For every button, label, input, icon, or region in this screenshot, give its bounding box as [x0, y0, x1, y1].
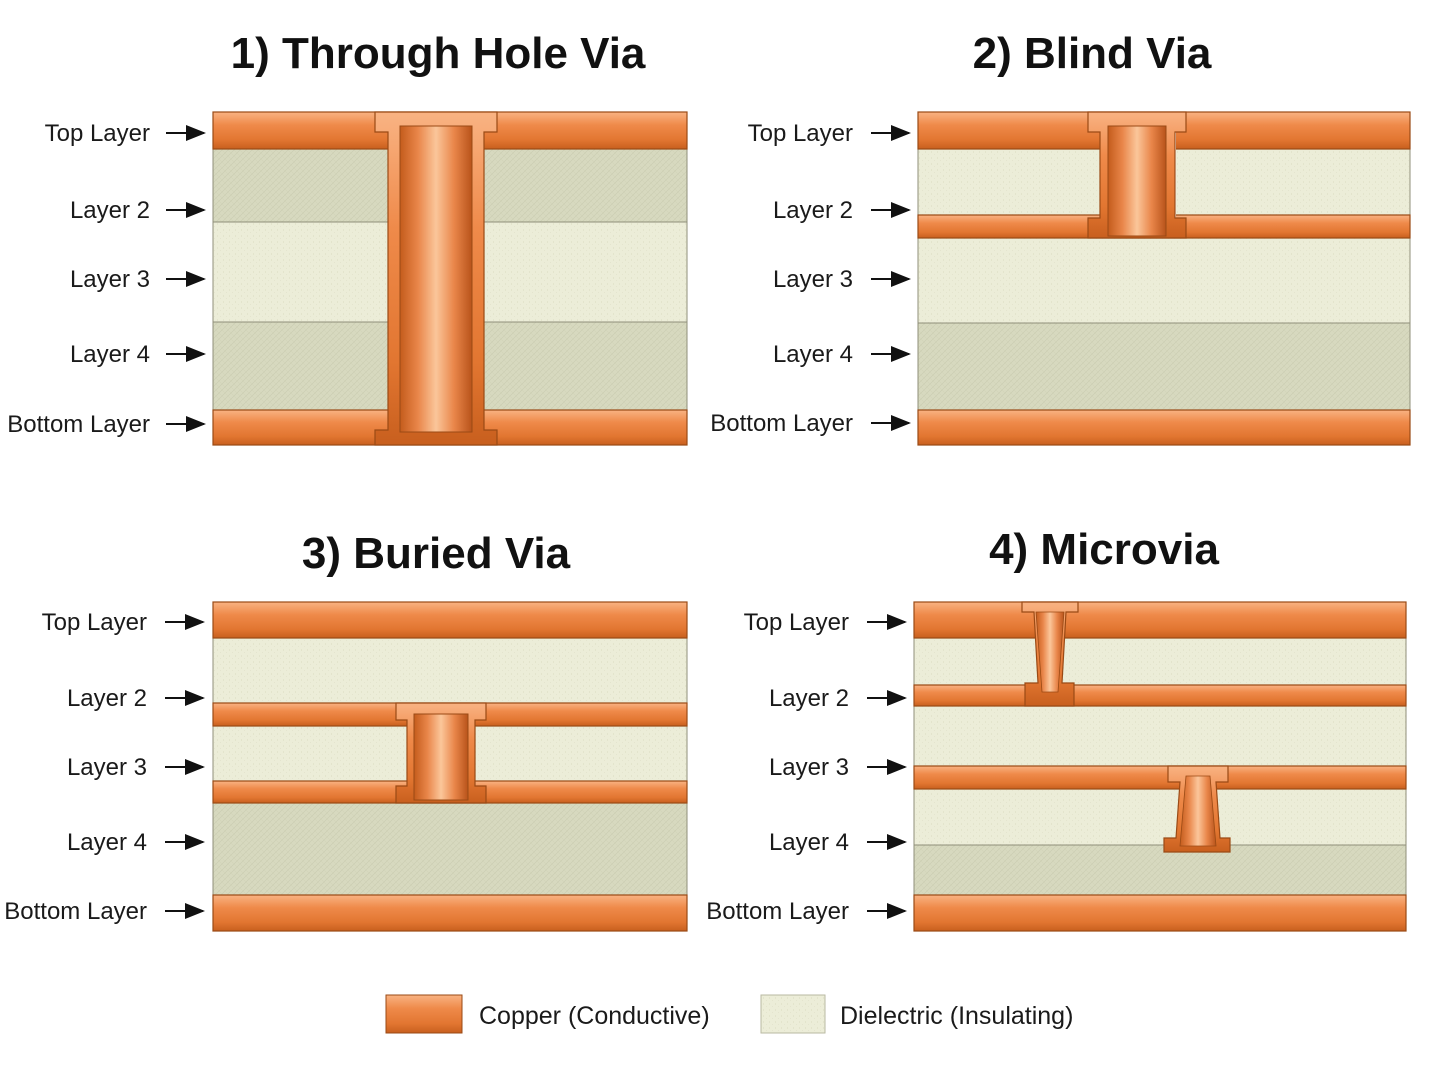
copper-bottom-layer [212, 894, 688, 932]
legend: Copper (Conductive) Dielectric (Insulati… [385, 994, 1073, 1034]
panel-title-buried: 3) Buried Via [302, 529, 571, 578]
dielectric-layer [913, 788, 1407, 846]
layer-label-layer-4: Layer 4 [70, 341, 150, 368]
dielectric-layer [917, 322, 1411, 411]
panel-title-through-hole: 1) Through Hole Via [231, 29, 646, 78]
layer-label-bottom: Bottom Layer [706, 898, 849, 925]
layer-label-layer-2: Layer 2 [67, 685, 147, 712]
dielectric-layer [913, 844, 1407, 896]
layer-label-layer-3: Layer 3 [773, 266, 853, 293]
dielectric-layer [917, 237, 1411, 324]
layer-label-top: Top Layer [42, 609, 147, 636]
layer-label-bottom: Bottom Layer [4, 898, 147, 925]
layer-label-layer-4: Layer 4 [67, 829, 147, 856]
layer-label-layer-3: Layer 3 [70, 266, 150, 293]
dielectric-layer [212, 637, 688, 704]
microvia-barrel [1035, 611, 1065, 693]
dielectric-layer [212, 802, 688, 896]
legend-copper-label: Copper (Conductive) [479, 1002, 710, 1030]
panel-title-blind: 2) Blind Via [973, 29, 1212, 78]
copper-top-layer [913, 601, 1407, 639]
copper-top-layer [212, 601, 688, 639]
dielectric-layer [913, 705, 1407, 767]
via-barrel [413, 713, 469, 801]
layer-label-top: Top Layer [748, 120, 853, 147]
layer-label-layer-3: Layer 3 [67, 754, 147, 781]
layer-label-layer-3: Layer 3 [769, 754, 849, 781]
stackup-microvia [913, 601, 1407, 932]
copper-bottom-layer [917, 409, 1411, 446]
layer-label-layer-4: Layer 4 [773, 341, 853, 368]
layer-label-top: Top Layer [45, 120, 150, 147]
stackup-buried [212, 601, 688, 932]
layer-label-top: Top Layer [744, 609, 849, 636]
microvia-barrel [1179, 775, 1217, 847]
panel-title-microvia: 4) Microvia [989, 525, 1219, 574]
dielectric-layer [913, 637, 1407, 686]
via-barrel [399, 125, 473, 433]
via-barrel [1107, 125, 1167, 237]
layer-label-layer-2: Layer 2 [769, 685, 849, 712]
legend-dielectric-swatch [760, 994, 826, 1034]
layer-label-layer-2: Layer 2 [773, 197, 853, 224]
layer-label-layer-2: Layer 2 [70, 197, 150, 224]
layer-label-bottom: Bottom Layer [710, 410, 853, 437]
legend-copper-swatch [385, 994, 463, 1034]
layer-label-bottom: Bottom Layer [7, 411, 150, 438]
layer-label-layer-4: Layer 4 [769, 829, 849, 856]
legend-dielectric-label: Dielectric (Insulating) [840, 1002, 1073, 1030]
stackup-through-hole [212, 111, 688, 446]
copper-bottom-layer [913, 894, 1407, 932]
copper-layer-2 [913, 684, 1407, 707]
copper-layer-3 [913, 765, 1407, 790]
stackup-blind [917, 111, 1411, 446]
